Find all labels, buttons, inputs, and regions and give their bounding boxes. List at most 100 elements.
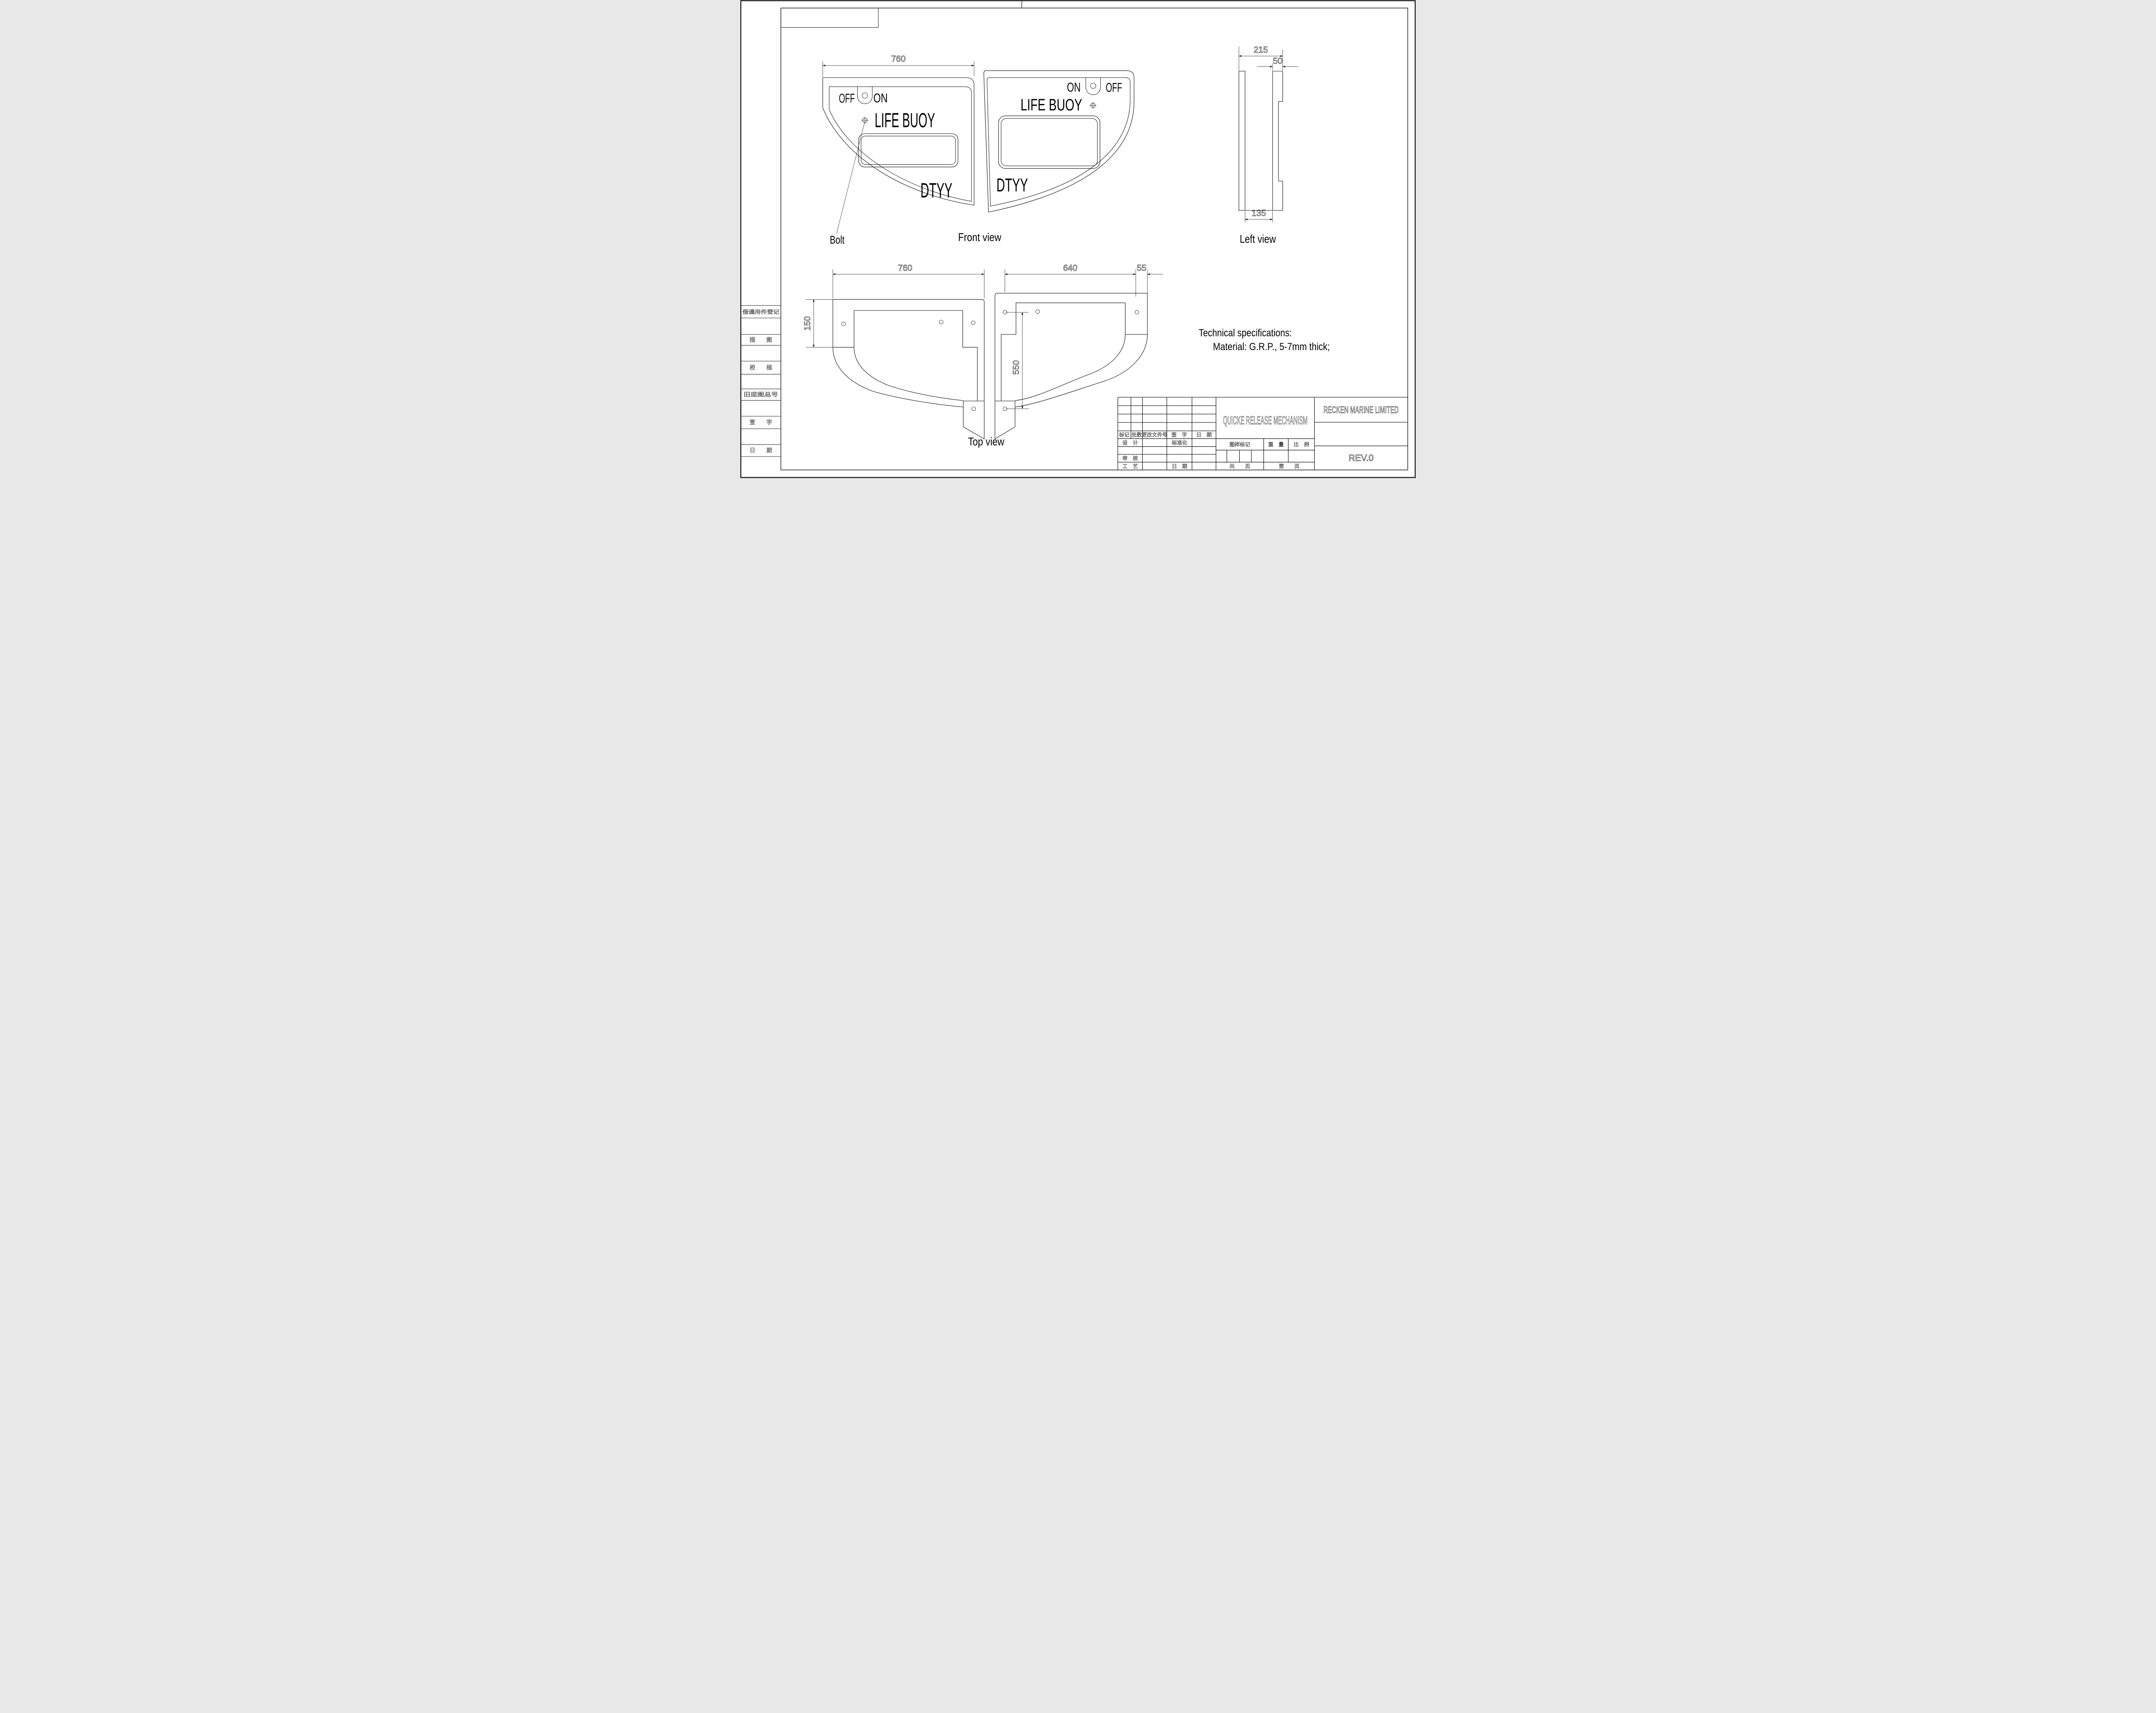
page-border	[740, 0, 1416, 478]
role-audit-label: 审 核	[1122, 455, 1138, 461]
front-right-panel-off-label: OFF	[1106, 81, 1122, 95]
front-left-panel-latch-notch	[857, 87, 873, 104]
role-design-label: 设 计	[1122, 440, 1138, 446]
bolt-label: Bolt	[830, 233, 845, 246]
left-view-dim-50-text: 50	[1273, 56, 1282, 66]
front-left-panel-pin-hole	[862, 92, 868, 99]
front-right-panel-outline	[983, 70, 1134, 213]
front-right-panel-on-label: ON	[1067, 81, 1081, 95]
front-left-panel-outline	[822, 77, 975, 206]
sidebar-label-borrow-register: 借通用件登记	[743, 309, 780, 315]
sheet-frame	[740, 0, 1416, 478]
front-left-panel: OFF ON LIFE BUOY DTYY	[822, 77, 975, 206]
rev-mark-label: 标记	[1119, 432, 1129, 438]
top-right-bottom-bracket	[995, 401, 1015, 439]
front-left-panel-window-inner	[861, 136, 956, 165]
top-right-holes	[1003, 309, 1139, 411]
company-name: RECKEN MARINE LIMITED	[1324, 404, 1399, 415]
top-dim-640-text: 640	[1063, 263, 1077, 273]
top-dim-55-text: 55	[1137, 263, 1146, 273]
role-standardize-label: 标准化	[1172, 440, 1187, 446]
front-left-panel-dtyy-label: DTYY	[921, 179, 953, 202]
pages-total-label: 共 页	[1229, 463, 1250, 469]
left-view-dim-135-text: 135	[1252, 209, 1266, 218]
bolt-leader-line	[836, 123, 865, 234]
corner-block	[780, 8, 879, 28]
left-view-dims: 215 50 135	[1238, 45, 1298, 222]
left-view-back-plate	[1238, 71, 1245, 211]
title-block-revision-header: 标记 处数 更改文件号 签 字 日 期	[1119, 431, 1212, 438]
front-left-panel-life-buoy-label: LIFE BUOY	[875, 109, 935, 132]
stamp-scale-label: 比 例	[1294, 442, 1309, 448]
sidebar-label-tracing: 描 图	[749, 337, 772, 344]
front-dim-760: 760	[822, 54, 975, 77]
top-dim-760-text: 760	[898, 263, 912, 273]
top-right-curves	[1015, 334, 1148, 407]
left-view-front-profile	[1272, 71, 1283, 211]
title-block-stamp-row: 图样标记 重 量 比 例 共 页 第 页	[1229, 441, 1309, 470]
title-block-vertical-lines	[1117, 397, 1315, 470]
front-right-panel-window-outer	[998, 116, 1100, 169]
stamp-weight-label: 重 量	[1268, 442, 1284, 448]
top-dim-150-text: 150	[803, 316, 812, 330]
front-right-panel-pin-hole	[1090, 83, 1096, 89]
top-view-dims: 760 640 55 150 550	[803, 263, 1163, 409]
rev-count-label: 处数	[1131, 432, 1142, 438]
role-date-label: 日 期	[1172, 463, 1187, 469]
pages-number-label: 第 页	[1279, 463, 1300, 469]
sidebar-label-old-drawing-no: 旧底图总号	[744, 391, 778, 398]
left-view-label: Left view	[1240, 232, 1276, 245]
top-view-extension-lines	[833, 269, 1148, 298]
front-right-panel-bolt-symbol	[1089, 102, 1097, 109]
top-right-outline	[994, 293, 1148, 439]
top-left-curves	[832, 347, 964, 407]
front-dim-760-text: 760	[891, 54, 906, 64]
top-view-right-shape	[994, 293, 1148, 439]
sidebar-label-date: 日 期	[749, 448, 772, 454]
rev-date-label: 日 期	[1196, 432, 1212, 438]
margin-sidebar: 借通用件登记 描 图 校 描 旧底图总号 签 字 日 期	[741, 305, 781, 457]
inner-frame	[780, 7, 1408, 470]
sidebar-label-signature: 签 字	[749, 419, 772, 426]
title-block: 标记 处数 更改文件号 签 字 日 期 设 计 标准化 审 核 工 艺 日 期 …	[1117, 397, 1408, 470]
front-right-panel-life-buoy-label: LIFE BUOY	[1021, 96, 1082, 114]
rev-sign-label: 签 字	[1172, 432, 1187, 438]
top-dim-550-text: 550	[1012, 360, 1021, 374]
left-view: 215 50 135 Left view	[1238, 45, 1298, 245]
top-dim-550-reference-lines	[1006, 312, 1029, 409]
top-view: 760 640 55 150 550	[803, 263, 1163, 448]
front-left-panel-bolt-symbol	[861, 116, 869, 124]
top-dim-150-extensions	[806, 299, 833, 348]
stamp-mark-label: 图样标记	[1229, 441, 1250, 448]
drawing-title: QUICKE RELEASE MECHANISM	[1223, 414, 1307, 427]
left-view-dim-215-text: 215	[1253, 45, 1268, 55]
front-right-panel-window-inner	[1001, 118, 1098, 166]
tech-spec-heading: Technical specifications:	[1199, 327, 1292, 339]
front-left-panel-off-label: OFF	[839, 91, 855, 106]
front-left-panel-on-label: ON	[874, 91, 888, 106]
tech-spec-material: Material: G.R.P., 5-7mm thick;	[1213, 341, 1330, 353]
front-right-panel: ON OFF LIFE BUOY DTYY	[983, 70, 1134, 213]
front-left-panel-window-outer	[858, 133, 959, 167]
left-view-dim-135-extensions	[1245, 211, 1273, 222]
title-block-roles: 设 计 标准化 审 核 工 艺 日 期	[1122, 440, 1188, 470]
front-right-panel-dtyy-label: DTYY	[997, 175, 1028, 196]
role-process-label: 工 艺	[1122, 463, 1138, 469]
top-view-left-shape	[832, 299, 985, 439]
bolt-callout: Bolt	[830, 123, 865, 246]
sidebar-grid-lines	[741, 305, 781, 457]
revision-code: REV.0	[1349, 453, 1374, 463]
top-left-outline	[832, 299, 985, 401]
front-right-panel-latch-notch	[1085, 78, 1101, 95]
top-view-label: Top view	[968, 435, 1004, 448]
front-view: 760 OFF ON LIFE BUOY DTYY Bolt	[822, 54, 1134, 246]
front-left-panel-inner-outline	[829, 86, 972, 202]
front-right-panel-inner-outline	[987, 77, 1131, 207]
front-dim-760-extension-lines	[822, 61, 975, 77]
drawing-sheet: 借通用件登记 描 图 校 描 旧底图总号 签 字 日 期 760 OFF	[740, 0, 1416, 478]
rev-doc-no-label: 更改文件号	[1141, 432, 1167, 438]
technical-specifications: Technical specifications: Material: G.R.…	[1199, 327, 1330, 353]
top-left-holes	[841, 320, 976, 411]
sidebar-label-check-tracing: 校 描	[749, 364, 772, 371]
front-view-label: Front view	[958, 231, 1001, 244]
